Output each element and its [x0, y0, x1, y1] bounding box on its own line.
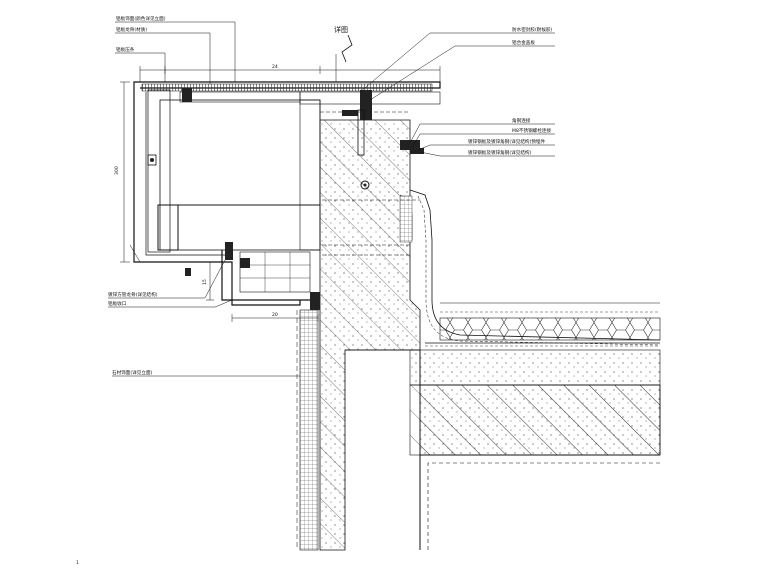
label-sealant: 防水密封胶(耐候胶) — [512, 26, 553, 33]
waterproof-membrane — [399, 189, 661, 346]
dim-top: 24 — [272, 64, 278, 70]
break-symbol — [341, 34, 353, 63]
label-aluminum-finish: 铝板饰面(颜色详见立面) — [116, 15, 166, 22]
label-aluminum-strip: 铝板压条 — [116, 46, 135, 53]
label-square-tube: 镀锌方管龙骨(详见结构) — [108, 291, 158, 298]
leader-lines — [108, 21, 555, 377]
label-edge-trim: 铝板收口 — [108, 300, 127, 307]
label-cover-plate: 铝合金盖板 — [512, 39, 535, 46]
label-detail: 详图 — [334, 25, 348, 34]
dim-bottom: 20 — [272, 312, 278, 318]
floor-slab — [409, 349, 661, 456]
label-stone-finish: 石材饰面(详见立面) — [112, 369, 153, 376]
label-embedded-part: 镀锌钢板及镀锌角钢(详见结构)预埋件 — [468, 138, 545, 145]
scale-mark: 1 — [76, 560, 79, 566]
label-steel-plate: 镀锌钢板及镀锌角钢(详见结构) — [468, 149, 532, 156]
label-angle-steel: 角钢连接 — [512, 117, 531, 124]
steel-connectors — [147, 88, 424, 310]
annotations: 铝板饰面(颜色详见立面) 铝板龙骨(材质) 铝板压条 详图 防水密封胶(耐候胶)… — [76, 15, 553, 566]
dim-left-vertical: 300 — [114, 166, 120, 175]
label-bolt: M8不锈钢螺栓连接 — [512, 127, 551, 134]
dimension-lines — [120, 66, 441, 322]
dim-left-small: 15 — [202, 279, 208, 285]
stone-cladding — [296, 309, 319, 551]
label-aluminum-keel: 铝板龙骨(材质) — [116, 26, 147, 33]
roof-insulation — [425, 302, 661, 347]
